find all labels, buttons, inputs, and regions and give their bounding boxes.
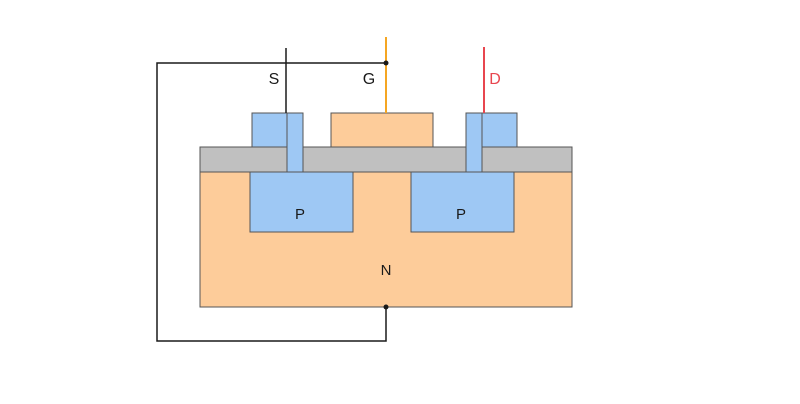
- p-region-right: [410, 171, 515, 233]
- body-connection-wire: [156, 62, 387, 342]
- gate-junction-dot: [383, 60, 389, 66]
- gate-electrode: [330, 112, 434, 148]
- drain-contact-via: [465, 112, 483, 173]
- oxide-layer: [199, 146, 573, 173]
- body-junction-dot: [383, 304, 389, 310]
- n-substrate-label: N: [381, 262, 392, 279]
- p-region-left-label: P: [295, 206, 305, 223]
- p-region-right-label: P: [456, 206, 466, 223]
- source-contact-via: [286, 112, 304, 173]
- source-label: S: [269, 71, 280, 88]
- p-region-left: [249, 171, 354, 233]
- gate-label: G: [363, 71, 375, 88]
- drain-label: D: [489, 71, 501, 88]
